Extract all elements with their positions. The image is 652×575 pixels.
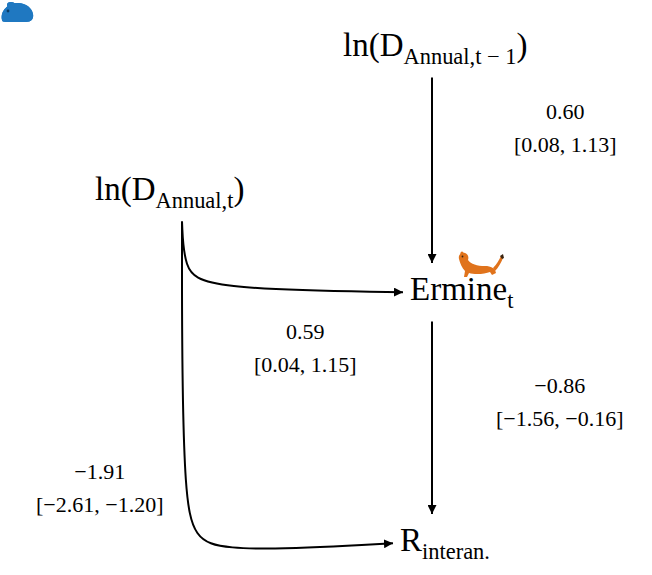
path-coefficient: −1.91 [−2.61, −1.20] (34, 455, 165, 521)
causal-arrow (182, 222, 403, 293)
variable-text: Erminet (410, 270, 513, 315)
variable-text: ln(DAnnual,t) (95, 170, 244, 215)
variable-text: ln(DAnnual,t − 1) (343, 26, 528, 71)
causal-arrow (182, 222, 393, 549)
path-coefficient: −0.86 [−1.56, −0.16] (494, 369, 625, 435)
path-coefficient: 0.59 [0.04, 1.15] (252, 315, 359, 381)
pika-icon (2, 2, 34, 22)
variable-node: Erminet (408, 268, 515, 317)
causal-arrow (431, 322, 433, 514)
variable-node: Rinteran. (398, 519, 492, 568)
variable-text: Rinteran. (400, 521, 490, 566)
variable-node: ln(DAnnual,t) (93, 168, 246, 217)
pika-icon (2, 2, 34, 22)
causal-arrow (431, 78, 433, 263)
variable-node: ln(DAnnual,t − 1) (341, 24, 530, 73)
path-coefficient: 0.60 [0.08, 1.13] (512, 95, 619, 161)
